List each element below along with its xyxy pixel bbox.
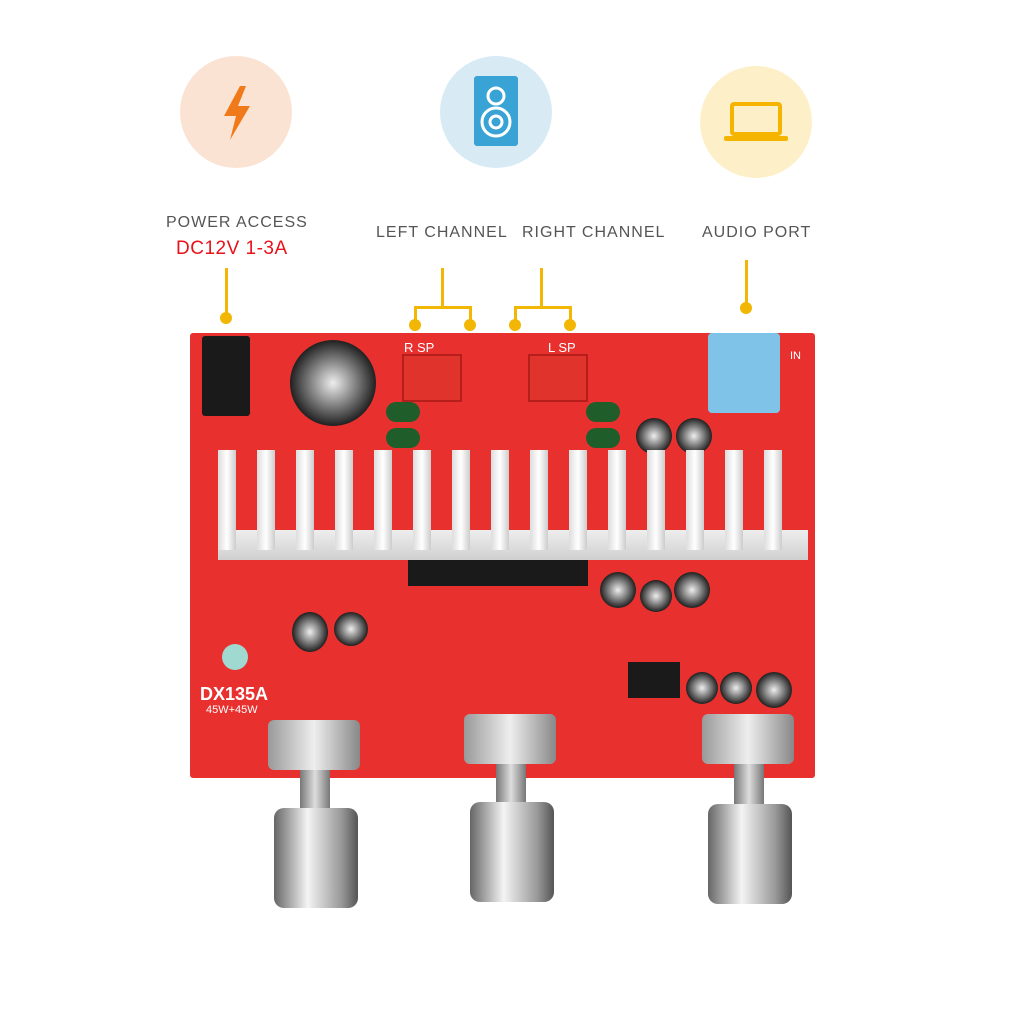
heatsink-fin — [452, 450, 470, 550]
heatsink-fin — [374, 450, 392, 550]
heatsink-fin — [725, 450, 743, 550]
film-capacitor — [586, 428, 620, 448]
heatsink-fin — [257, 450, 275, 550]
left-callout-stem — [441, 268, 444, 308]
heatsink-fin — [491, 450, 509, 550]
amplifier-ic — [408, 560, 588, 586]
left-speaker-terminal — [528, 354, 588, 402]
left-callout-dot — [464, 319, 476, 331]
heatsink-fin — [413, 450, 431, 550]
capacitor — [292, 612, 328, 652]
heatsink-fin — [647, 450, 665, 550]
film-capacitor — [386, 428, 420, 448]
model-label: DX135A — [200, 684, 269, 704]
volume-knob-right[interactable] — [708, 804, 792, 904]
heatsink-fin — [686, 450, 704, 550]
left-channel-label: LEFT CHANNEL — [376, 224, 508, 241]
right-channel-label: RIGHT CHANNEL — [522, 224, 666, 241]
potentiometer-left — [268, 720, 360, 770]
audio-callout-dot — [740, 302, 752, 314]
op-amp-chip — [628, 662, 680, 698]
heatsink-fin — [569, 450, 587, 550]
audio-callout-line — [745, 260, 748, 306]
dc-jack — [202, 336, 250, 416]
power-callout-line — [225, 268, 228, 316]
speaker-icon — [474, 76, 518, 146]
left-callout-leg — [414, 306, 417, 322]
laptop-icon-circle — [700, 66, 812, 178]
film-capacitor — [386, 402, 420, 422]
power-icon-circle — [180, 56, 292, 168]
heatsink-fin — [764, 450, 782, 550]
laptop-icon — [724, 102, 788, 141]
audio-port-label: AUDIO PORT — [702, 224, 812, 241]
capacitor — [720, 672, 752, 704]
capacitor — [334, 612, 368, 646]
left-callout-dot — [409, 319, 421, 331]
power-rating-label: 45W+45W — [206, 704, 258, 716]
heatsink-fin — [218, 450, 236, 550]
shaft — [734, 764, 764, 804]
capacitor — [756, 672, 792, 708]
lightning-bolt-icon — [224, 86, 250, 140]
heatsink-fin — [296, 450, 314, 550]
right-callout-stem — [540, 268, 543, 308]
film-capacitor — [586, 402, 620, 422]
capacitor — [674, 572, 710, 608]
led — [222, 644, 248, 670]
in-label: IN — [790, 350, 801, 362]
l-sp-label: L SP — [548, 340, 576, 355]
potentiometer-right — [702, 714, 794, 764]
capacitor — [676, 418, 712, 454]
right-callout-leg — [569, 306, 572, 322]
right-speaker-terminal — [402, 354, 462, 402]
main-capacitor — [290, 340, 376, 426]
right-callout-leg — [514, 306, 517, 322]
speaker-icon-circle — [440, 56, 552, 168]
volume-knob-left[interactable] — [274, 808, 358, 908]
r-sp-label: R SP — [404, 340, 435, 355]
power-access-label: POWER ACCESS — [166, 214, 308, 231]
heatsink — [218, 530, 808, 560]
capacitor — [640, 580, 672, 612]
shaft — [496, 764, 526, 804]
shaft — [300, 770, 330, 810]
right-callout-dot — [564, 319, 576, 331]
right-callout-dot — [509, 319, 521, 331]
heatsink-fin — [608, 450, 626, 550]
power-callout-dot — [220, 312, 232, 324]
capacitor — [636, 418, 672, 454]
right-callout-bar — [514, 306, 572, 309]
potentiometer-center — [464, 714, 556, 764]
left-callout-bar — [414, 306, 472, 309]
heatsink-fin — [335, 450, 353, 550]
volume-knob-center[interactable] — [470, 802, 554, 902]
power-spec-label: DC12V 1-3A — [176, 238, 288, 259]
capacitor — [686, 672, 718, 704]
heatsink-fin — [530, 450, 548, 550]
capacitor — [600, 572, 636, 608]
left-callout-leg — [469, 306, 472, 322]
audio-jack — [708, 333, 780, 413]
